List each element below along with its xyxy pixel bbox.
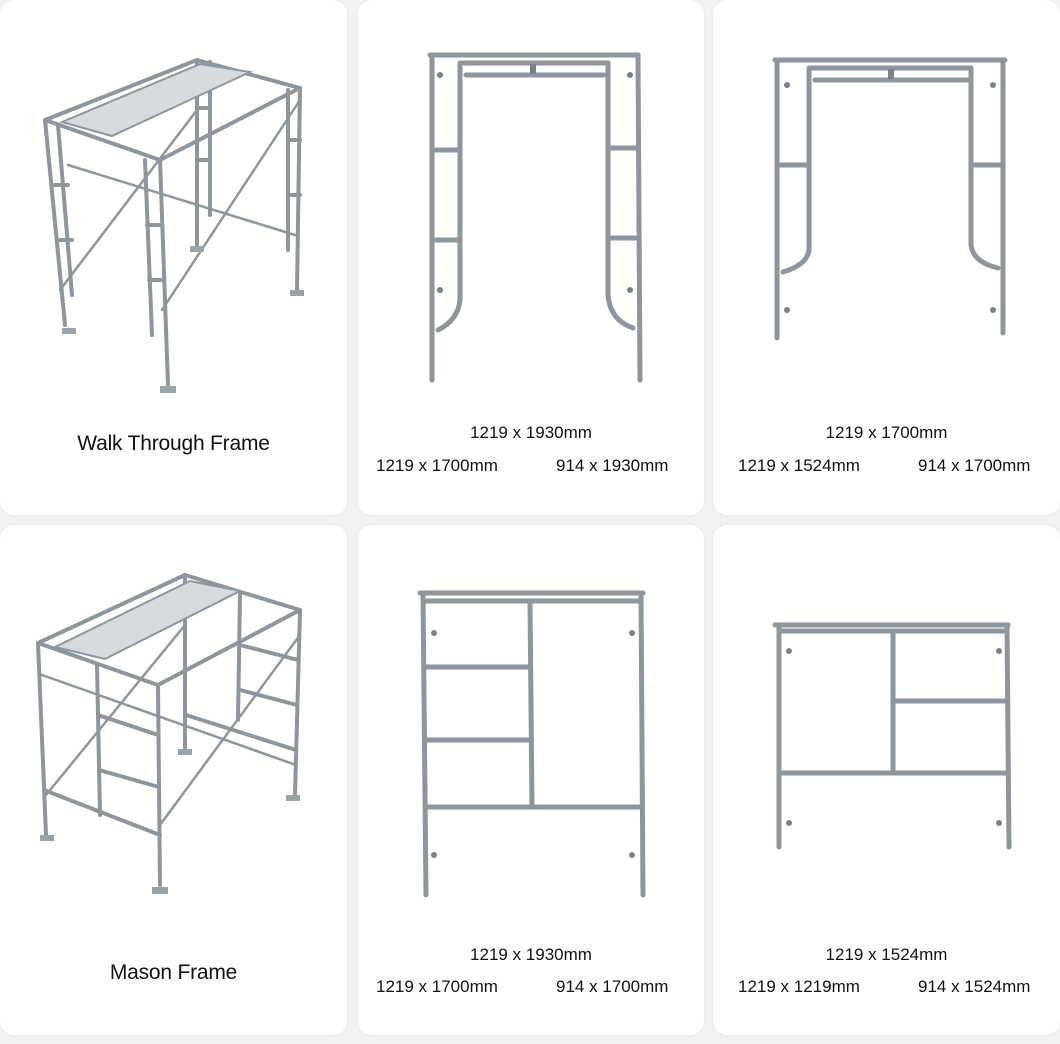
product-card-mason-frame-1930[interactable]: 1219 x 1930mm 1219 x 1700mm 914 x 1700mm xyxy=(358,525,704,1035)
walk-through-frame-1930-image xyxy=(427,52,643,383)
size-right: 914 x 1930mm xyxy=(556,456,669,475)
size-main: 1219 x 1930mm xyxy=(470,423,592,442)
product-card-mason-frame[interactable]: Mason Frame xyxy=(0,525,347,1035)
size-right: 914 x 1524mm xyxy=(918,977,1031,996)
product-card-mason-frame-1524[interactable]: 1219 x 1524mm 1219 x 1219mm 914 x 1524mm xyxy=(713,525,1060,1035)
size-right: 914 x 1700mm xyxy=(918,456,1031,475)
size-main: 1219 x 1930mm xyxy=(470,945,592,964)
size-left: 1219 x 1700mm xyxy=(376,977,498,996)
size-left: 1219 x 1524mm xyxy=(738,456,860,475)
product-title: Mason Frame xyxy=(109,961,238,984)
product-card-walk-through-frame-1700[interactable]: 1219 x 1700mm 1219 x 1524mm 914 x 1700mm xyxy=(713,0,1060,515)
mason-frame-1524-image xyxy=(772,622,1012,850)
size-main: 1219 x 1700mm xyxy=(825,423,948,442)
walk-through-frame-image xyxy=(43,58,304,393)
size-main: 1219 x 1524mm xyxy=(825,945,948,964)
product-card-walk-through-frame-1930[interactable]: 1219 x 1930mm 1219 x 1700mm 914 x 1930mm xyxy=(358,0,704,515)
mason-frame-1930-image xyxy=(417,590,646,898)
size-right: 914 x 1700mm xyxy=(556,977,669,996)
size-left: 1219 x 1700mm xyxy=(376,456,498,475)
product-title: Walk Through Frame xyxy=(77,432,270,455)
product-card-walk-through-frame[interactable]: Walk Through Frame xyxy=(0,0,347,515)
size-left: 1219 x 1219mm xyxy=(738,977,860,996)
walk-through-frame-1700-image xyxy=(772,57,1008,341)
mason-frame-image xyxy=(36,573,302,894)
